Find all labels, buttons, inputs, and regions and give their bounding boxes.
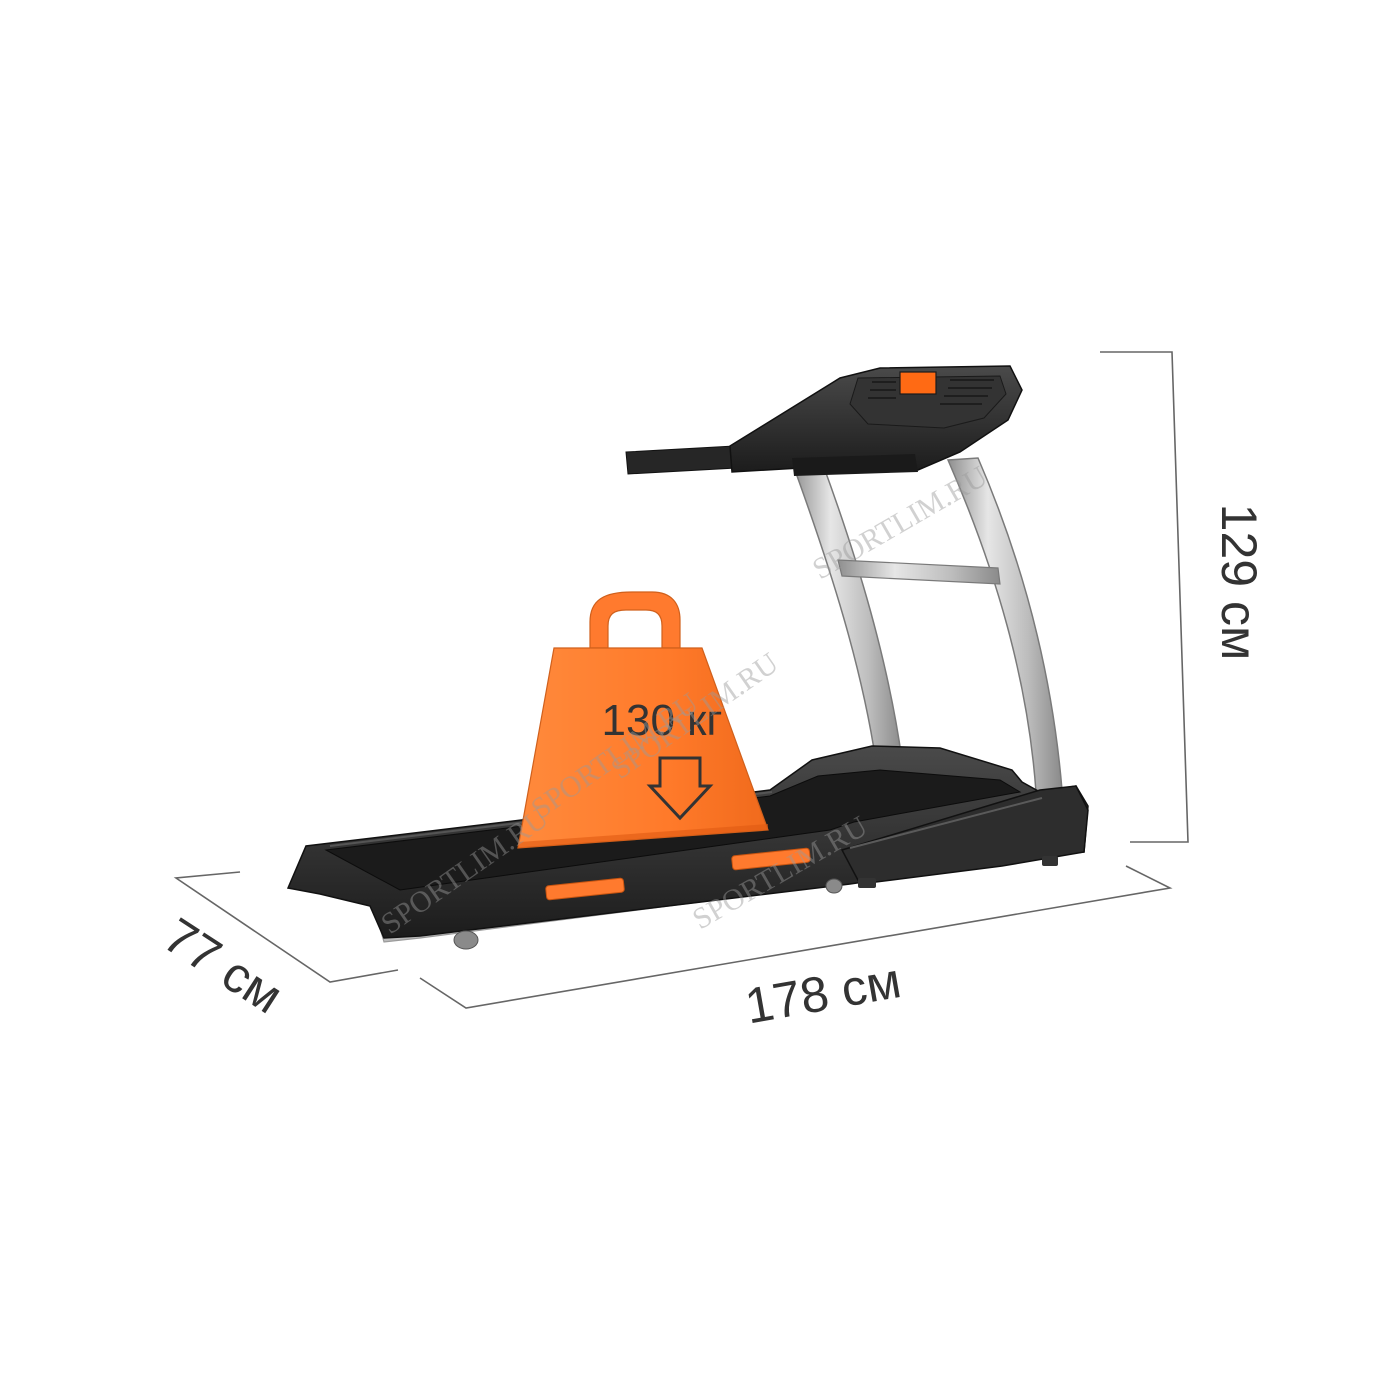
foot-rail-pad-left bbox=[545, 877, 625, 901]
down-arrow-icon bbox=[646, 756, 714, 821]
dimension-lines bbox=[173, 351, 1189, 1009]
width-dimension-label: 77 см bbox=[154, 907, 293, 1024]
length-dimension-line bbox=[419, 865, 1173, 1009]
console-speaker-grille bbox=[868, 379, 994, 405]
handle-grip bbox=[625, 445, 737, 475]
front-foot-left bbox=[858, 878, 876, 888]
motor-hood-highlight bbox=[849, 797, 1043, 849]
max-weight-indicator: 130 кг bbox=[517, 591, 769, 849]
foot-rail-pad-right bbox=[731, 847, 811, 871]
front-wheel bbox=[825, 878, 843, 894]
height-dimension-line bbox=[1100, 351, 1189, 843]
right-upright bbox=[946, 457, 1063, 793]
motor-hood bbox=[840, 785, 1089, 885]
weight-handle bbox=[589, 591, 681, 649]
left-upright bbox=[790, 461, 903, 763]
width-dimension-line bbox=[173, 871, 399, 983]
length-dimension-label: 178 см bbox=[741, 952, 905, 1034]
weight-label: 130 кг bbox=[602, 696, 723, 745]
console-lower-lip bbox=[792, 454, 918, 476]
rear-wheel bbox=[453, 930, 479, 950]
weight-bottom-shadow bbox=[518, 824, 768, 848]
console-screen bbox=[899, 371, 937, 395]
height-dimension-label: 129 см bbox=[1211, 504, 1267, 661]
front-foot-right bbox=[1042, 856, 1058, 866]
cross-bar bbox=[837, 559, 1001, 585]
